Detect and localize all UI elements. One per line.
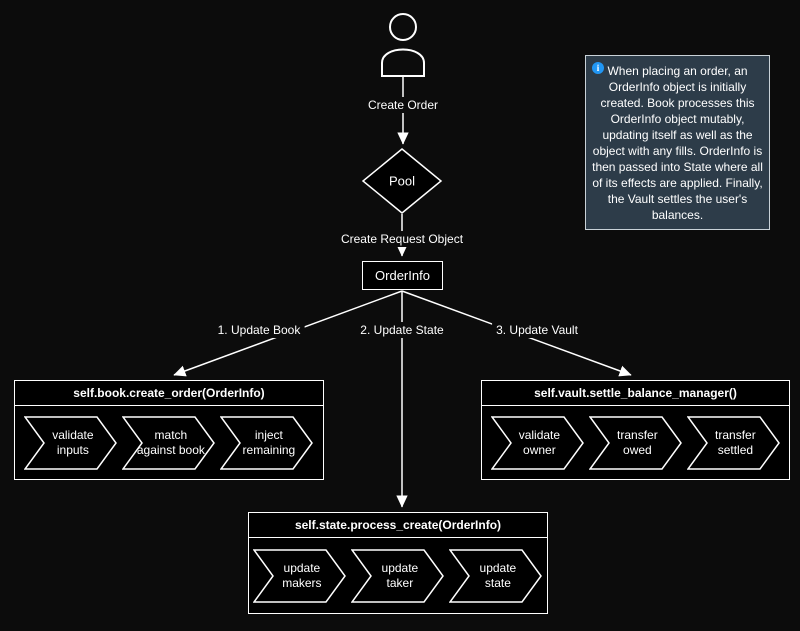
book-steps-row: validate inputs match against book injec… bbox=[15, 406, 323, 479]
state-subgraph-title: self.state.process_create(OrderInfo) bbox=[249, 513, 547, 538]
chevron-shape-icon bbox=[588, 415, 682, 470]
chevron-shape-icon bbox=[253, 548, 346, 603]
step-transfer-settled: transfer settled bbox=[686, 415, 781, 470]
step-update-state: update state bbox=[449, 548, 543, 603]
step-label: match against book bbox=[136, 427, 205, 457]
step-label: transfer settled bbox=[715, 427, 756, 457]
step-update-taker: update taker bbox=[351, 548, 445, 603]
step-label: inject remaining bbox=[242, 427, 296, 457]
step-inject-remaining: inject remaining bbox=[220, 415, 314, 470]
user-actor-icon bbox=[381, 13, 425, 77]
info-icon: i bbox=[592, 62, 604, 74]
step-label: update state bbox=[479, 560, 517, 590]
vault-steps-row: validate owner transfer owed transfer se… bbox=[482, 406, 789, 479]
edge-label-create-order: Create Order bbox=[363, 97, 443, 113]
orderinfo-node: OrderInfo bbox=[362, 261, 443, 290]
orderinfo-node-label: OrderInfo bbox=[375, 268, 430, 283]
pool-node-label: Pool bbox=[388, 173, 416, 189]
chevron-shape-icon bbox=[490, 415, 584, 470]
step-validate-owner: validate owner bbox=[490, 415, 585, 470]
chevron-shape-icon bbox=[122, 415, 215, 470]
chevron-shape-icon bbox=[449, 548, 542, 603]
vault-subgraph-title: self.vault.settle_balance_manager() bbox=[482, 381, 789, 406]
chevron-shape-icon bbox=[24, 415, 117, 470]
edge-label-update-state: 2. Update State bbox=[356, 322, 448, 338]
annotation-note-text: When placing an order, an OrderInfo obje… bbox=[592, 64, 763, 222]
book-subgraph: self.book.create_order(OrderInfo) valida… bbox=[14, 380, 324, 480]
vault-subgraph: self.vault.settle_balance_manager() vali… bbox=[481, 380, 790, 480]
chevron-shape-icon bbox=[686, 415, 780, 470]
step-label: update taker bbox=[381, 560, 419, 590]
state-steps-row: update makers update taker update state bbox=[249, 538, 547, 613]
chevron-shape-icon bbox=[351, 548, 444, 603]
book-subgraph-title: self.book.create_order(OrderInfo) bbox=[15, 381, 323, 406]
edge-label-update-book: 1. Update Book bbox=[213, 322, 305, 338]
step-validate-inputs: validate inputs bbox=[24, 415, 118, 470]
step-transfer-owed: transfer owed bbox=[588, 415, 683, 470]
annotation-note: i When placing an order, an OrderInfo ob… bbox=[585, 55, 770, 230]
step-label: transfer owed bbox=[617, 427, 658, 457]
edge-label-create-request-object: Create Request Object bbox=[336, 231, 468, 247]
step-update-makers: update makers bbox=[253, 548, 347, 603]
chevron-shape-icon bbox=[220, 415, 313, 470]
step-label: validate inputs bbox=[52, 427, 94, 457]
step-label: validate owner bbox=[518, 427, 561, 457]
state-subgraph: self.state.process_create(OrderInfo) upd… bbox=[248, 512, 548, 614]
edge-label-update-vault: 3. Update Vault bbox=[492, 322, 582, 338]
pool-diamond bbox=[361, 148, 443, 214]
step-label: update makers bbox=[282, 560, 322, 590]
step-match-against-book: match against book bbox=[122, 415, 216, 470]
